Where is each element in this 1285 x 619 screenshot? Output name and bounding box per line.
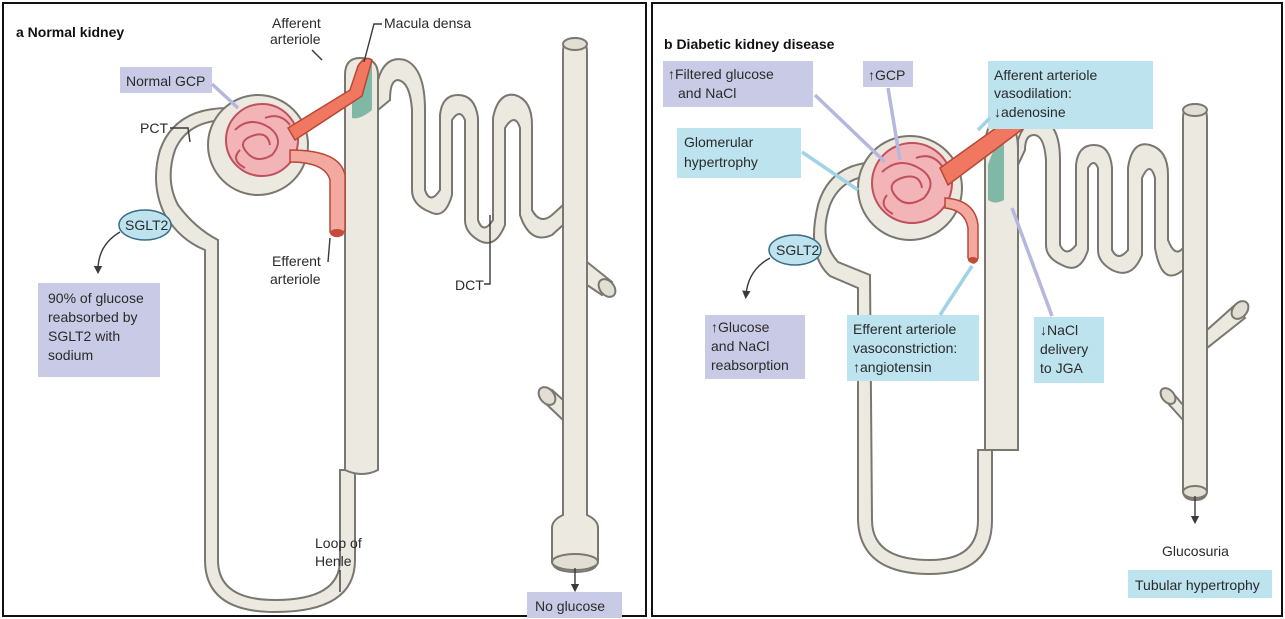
svg-text:SGLT2: SGLT2: [776, 242, 820, 258]
svg-text:↑Glucose: ↑Glucose: [711, 319, 770, 335]
no-glucose-text: No glucose: [535, 598, 605, 614]
efferent-arteriole: [290, 150, 345, 237]
label-afferent-1: Afferent: [272, 15, 321, 31]
svg-text:Glomerular: Glomerular: [684, 134, 754, 150]
svg-text:and NaCl: and NaCl: [678, 85, 736, 101]
svg-text:↑angiotensin: ↑angiotensin: [853, 359, 932, 375]
svg-text:↓NaCl: ↓NaCl: [1040, 322, 1078, 338]
svg-text:↑GCP: ↑GCP: [868, 67, 905, 83]
svg-text:Efferent arteriole: Efferent arteriole: [853, 321, 956, 337]
label-efferent-2: arteriole: [270, 271, 321, 287]
glucosuria-label: Glucosuria: [1162, 543, 1229, 559]
ascending-limb: [345, 58, 378, 474]
svg-text:vasoconstriction:: vasoconstriction:: [853, 340, 957, 356]
duct-top: [563, 38, 587, 50]
svg-text:Tubular hypertrophy: Tubular hypertrophy: [1135, 577, 1260, 593]
label-loop-2: Henle: [315, 553, 352, 569]
label-afferent-2: arteriole: [270, 31, 321, 47]
svg-text:reabsorbed by: reabsorbed by: [48, 309, 138, 325]
label-dct: DCT: [455, 277, 484, 293]
panel-a-title: a Normal kidney: [16, 24, 124, 40]
dct-b: [1018, 120, 1183, 276]
label-efferent-1: Efferent: [272, 253, 321, 269]
panel-b-title: b Diabetic kidney disease: [664, 36, 835, 52]
panel-b-diagram: b Diabetic kidney disease: [663, 36, 1272, 598]
svg-text:SGLT2 with: SGLT2 with: [48, 328, 120, 344]
normal-gcp-text: Normal GCP: [126, 73, 205, 89]
svg-text:sodium: sodium: [48, 347, 93, 363]
svg-text:reabsorption: reabsorption: [711, 357, 789, 373]
glomerulus-b: [872, 143, 952, 223]
svg-text:to JGA: to JGA: [1040, 360, 1083, 376]
label-pct: PCT: [140, 120, 168, 136]
label-loop-1: Loop of: [315, 535, 362, 551]
collecting-duct-b: [1183, 104, 1207, 500]
sglt2-text: SGLT2: [125, 217, 169, 233]
svg-text:Afferent arteriole: Afferent arteriole: [994, 67, 1097, 83]
collecting-duct: [552, 38, 598, 572]
svg-text:hypertrophy: hypertrophy: [684, 154, 758, 170]
efferent-arteriole-b: [945, 198, 978, 263]
dct: [378, 59, 563, 243]
svg-text:delivery: delivery: [1040, 341, 1088, 357]
svg-text:vasodilation:: vasodilation:: [994, 85, 1072, 101]
svg-text:↓adenosine: ↓adenosine: [994, 104, 1066, 120]
svg-text:and NaCl: and NaCl: [711, 338, 769, 354]
glomerulus: [226, 104, 298, 176]
svg-text:90% of glucose: 90% of glucose: [48, 290, 144, 306]
duct-outlet: [552, 554, 598, 570]
panel-a-diagram: a Normal kidney: [16, 15, 622, 618]
label-macula-densa: Macula densa: [384, 15, 471, 31]
svg-text:↑Filtered glucose: ↑Filtered glucose: [668, 66, 774, 82]
